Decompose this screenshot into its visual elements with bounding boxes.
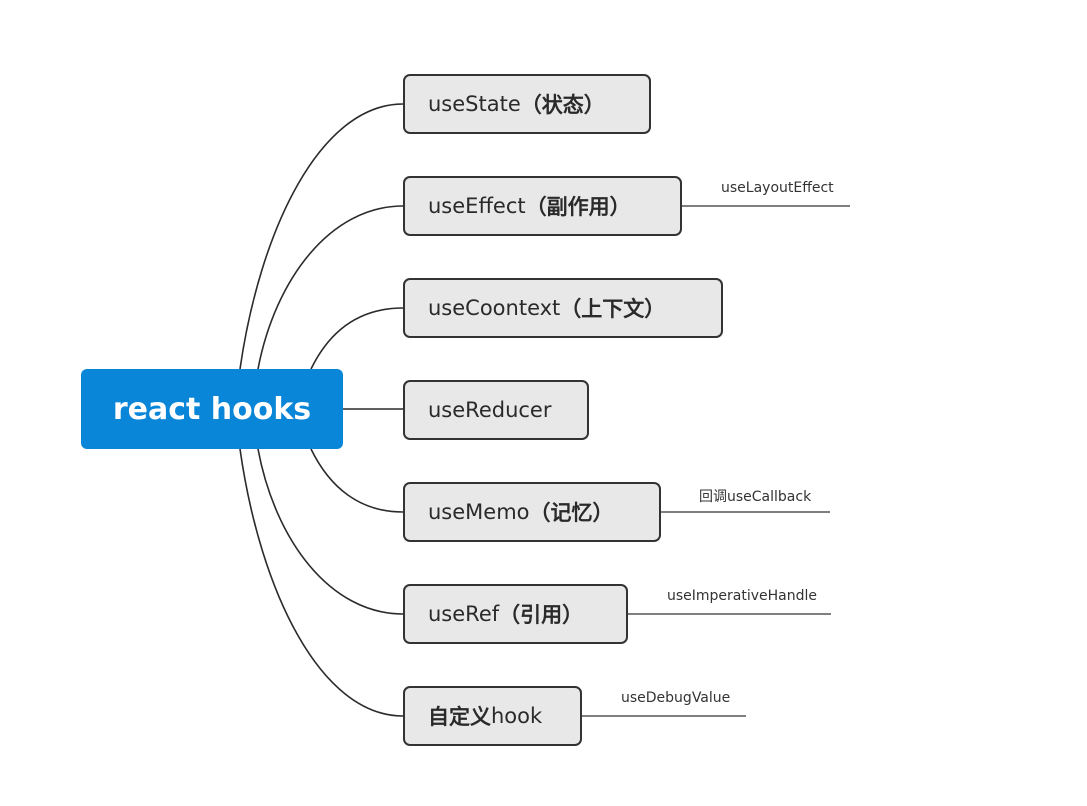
connector-useeffect	[257, 205, 404, 370]
branch-node-usecoontext[interactable]: useCoontext（上下文）	[403, 278, 723, 338]
branch-suffix: hook	[491, 704, 543, 728]
branch-prefix: useMemo	[428, 500, 530, 524]
branch-prefix: useEffect	[428, 194, 526, 218]
sub-node-usecallback[interactable]: 回调useCallback	[699, 489, 812, 505]
branch-zh: （记忆）	[529, 501, 614, 525]
connector-usememo	[310, 448, 404, 513]
branch-zh: （引用）	[499, 603, 584, 627]
connector-usestate	[239, 103, 404, 370]
connector-custom-hook	[239, 448, 404, 717]
branch-node-usestate[interactable]: useState（状态）	[403, 74, 651, 134]
branch-prefix: useRef	[428, 602, 500, 626]
sub-node-useimperativehandle[interactable]: useImperativeHandle	[667, 588, 818, 604]
branch-zh: （状态）	[520, 93, 605, 117]
sub-node-uselayouteffect[interactable]: useLayoutEffect	[721, 180, 834, 196]
root-node-label: react hooks	[112, 391, 312, 427]
branch-node-usememo[interactable]: useMemo（记忆）	[403, 482, 661, 542]
sub-node-usedebugvalue[interactable]: useDebugValue	[621, 690, 731, 706]
connector-useref	[257, 448, 404, 615]
branch-prefix: useReducer	[428, 398, 552, 422]
branch-zh: （副作用）	[525, 195, 631, 219]
branch-zh: 自定义	[428, 705, 491, 729]
branch-prefix: useCoontext	[428, 296, 561, 320]
branch-node-useeffect[interactable]: useEffect（副作用）	[403, 176, 682, 236]
branch-node-useref[interactable]: useRef（引用）	[403, 584, 628, 644]
root-node-react-hooks[interactable]: react hooks	[81, 369, 343, 449]
connector-usecoontext	[310, 307, 404, 370]
branch-prefix: useState	[428, 92, 521, 116]
branch-zh: （上下文）	[560, 297, 666, 321]
branch-node-usereducer[interactable]: useReducer	[403, 380, 589, 440]
